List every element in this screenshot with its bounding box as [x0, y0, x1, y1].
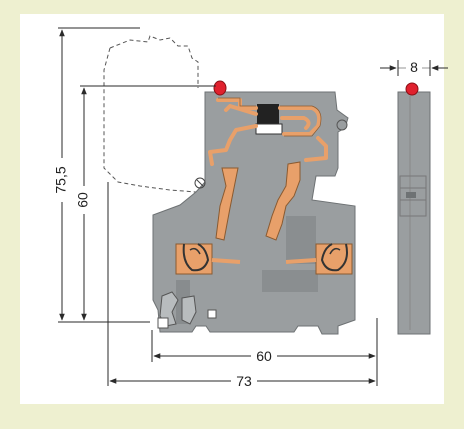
- side-housing: [397, 91, 431, 335]
- dimension-body-height-label: 60: [75, 192, 91, 208]
- housing-slot: [286, 216, 316, 264]
- left-cage-clamp: [175, 243, 241, 275]
- dimension-total-width-label: 73: [236, 373, 252, 389]
- dimension-side-width-label: 8: [410, 59, 418, 75]
- led-indicator: [213, 80, 227, 96]
- housing-slot: [262, 270, 318, 292]
- test-point-mark: [196, 179, 204, 187]
- side-led-indicator: [405, 82, 419, 96]
- mounting-eyelet: [336, 119, 348, 131]
- left-contact-leg: [215, 167, 239, 241]
- open-fuse-holder-outline: [103, 35, 199, 193]
- side-window: [399, 175, 427, 217]
- side-view: [397, 82, 431, 335]
- right-cage-clamp: [285, 243, 353, 275]
- dimension-total-height-label: 75,5: [53, 166, 69, 193]
- right-contact-leg: [265, 161, 301, 241]
- front-view: [103, 35, 356, 335]
- fuse-cap: [255, 123, 283, 135]
- dimension-body-width-label: 60: [256, 348, 272, 364]
- fuse-body: [257, 104, 279, 126]
- test-point: [194, 177, 206, 189]
- copper-bus-outline: [218, 97, 322, 137]
- din-rail-foot: [157, 291, 217, 329]
